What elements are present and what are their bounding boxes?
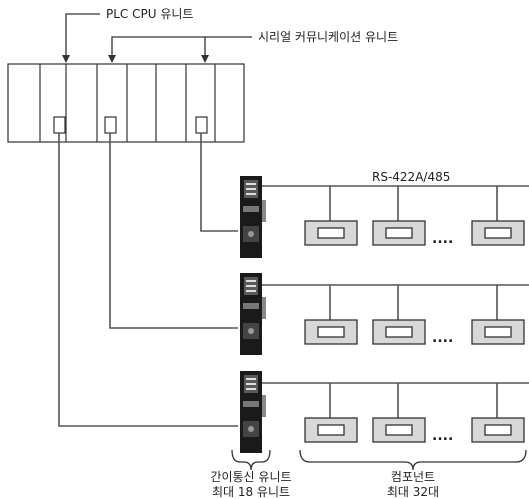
row-2: .... (240, 273, 529, 355)
plc-cpu-callout (65, 13, 100, 58)
bus-label: RS-422A/485 (372, 170, 450, 184)
component-device (471, 220, 525, 246)
plc-cpu-label: PLC CPU 유니트 (106, 7, 193, 21)
drop-lines (329, 186, 498, 221)
component-device (372, 220, 426, 246)
serial-comm-callout (111, 36, 252, 58)
simple-comm-module (240, 371, 266, 453)
components-brace (299, 449, 527, 471)
row-1: RS-422A/485 .... (240, 170, 529, 258)
components-caption-line2: 최대 32대 (387, 485, 439, 499)
simple-comm-module (240, 273, 266, 355)
plc-cpu-arrow (62, 55, 70, 63)
component-device (372, 319, 426, 345)
simple-comm-caption-line2: 최대 18 유니트 (212, 485, 290, 499)
component-device (372, 417, 426, 443)
ellipsis-text: .... (432, 231, 453, 247)
ellipsis-text: .... (432, 428, 453, 444)
simple-comm-caption-line1: 간이통신 유니트 (210, 470, 291, 484)
drop-lines (329, 285, 498, 320)
cpu-port (53, 116, 66, 134)
component-device (471, 417, 525, 443)
component-device (471, 319, 525, 345)
serial-port-1 (104, 116, 117, 134)
serial-comm-label: 시리얼 커뮤니케이션 유니트 (258, 30, 398, 44)
serial-comm-arrow-left (108, 55, 116, 63)
serial-port-2 (195, 116, 208, 134)
ellipsis-text: .... (432, 330, 453, 346)
drop-lines (329, 383, 498, 418)
components-caption-line1: 컴포넌트 (391, 470, 435, 484)
component-device (304, 220, 358, 246)
component-device (304, 319, 358, 345)
serial-comm-arrow-right (201, 55, 209, 63)
simple-comm-module (240, 176, 266, 258)
connection-lines (58, 133, 238, 427)
plc-rack (7, 63, 245, 143)
modules-brace (231, 449, 271, 471)
row-3: .... (240, 371, 529, 453)
component-device (304, 417, 358, 443)
